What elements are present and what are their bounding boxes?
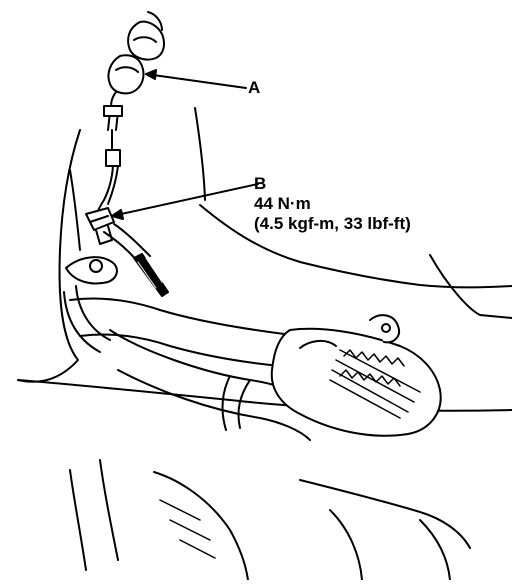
sensor-connector-a	[96, 11, 165, 215]
arrowhead-a	[145, 69, 157, 80]
mounting-bracket	[63, 256, 118, 353]
torque-wrench	[103, 223, 169, 297]
torque-spec-nm: 44 N·m	[254, 194, 311, 213]
underbody-lines	[69, 459, 471, 581]
leader-line-b	[111, 183, 259, 217]
callout-b-letter: B	[254, 174, 267, 193]
oxygen-sensor-b	[85, 207, 115, 245]
leader-lines	[111, 69, 259, 220]
arrowhead-b	[111, 209, 124, 220]
callout-b-label: B 44 N·m (4.5 kgf-m, 33 lbf-ft)	[254, 174, 411, 234]
catalytic-converter	[270, 314, 442, 437]
leader-line-a	[145, 73, 247, 89]
callout-a-label: A	[248, 78, 261, 97]
torque-spec-alt: (4.5 kgf-m, 33 lbf-ft)	[254, 214, 411, 233]
